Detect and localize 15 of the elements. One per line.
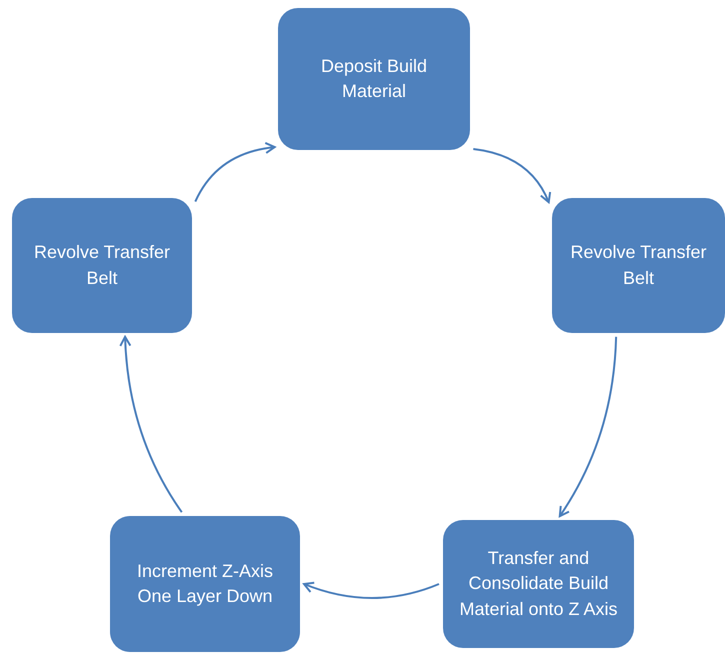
process-box (552, 198, 725, 333)
step-label: Deposit Build Material (320, 54, 428, 103)
step-label: Revolve Transfer Belt (32, 241, 172, 290)
curved-arrow (558, 336, 618, 518)
step-label: Transfer and Consolidate Build Material onto Z Axis (458, 547, 619, 621)
process-box (12, 198, 192, 333)
curved-arrow (120, 336, 183, 513)
process-box (278, 8, 470, 150)
step-label: Revolve Transfer Belt (569, 241, 708, 290)
curved-arrow (194, 142, 276, 202)
curved-arrow (473, 148, 551, 204)
curved-arrow (303, 581, 440, 599)
process-box (110, 516, 300, 652)
process-box (443, 520, 634, 648)
step-label: Increment Z-Axis One Layer Down (136, 560, 274, 608)
